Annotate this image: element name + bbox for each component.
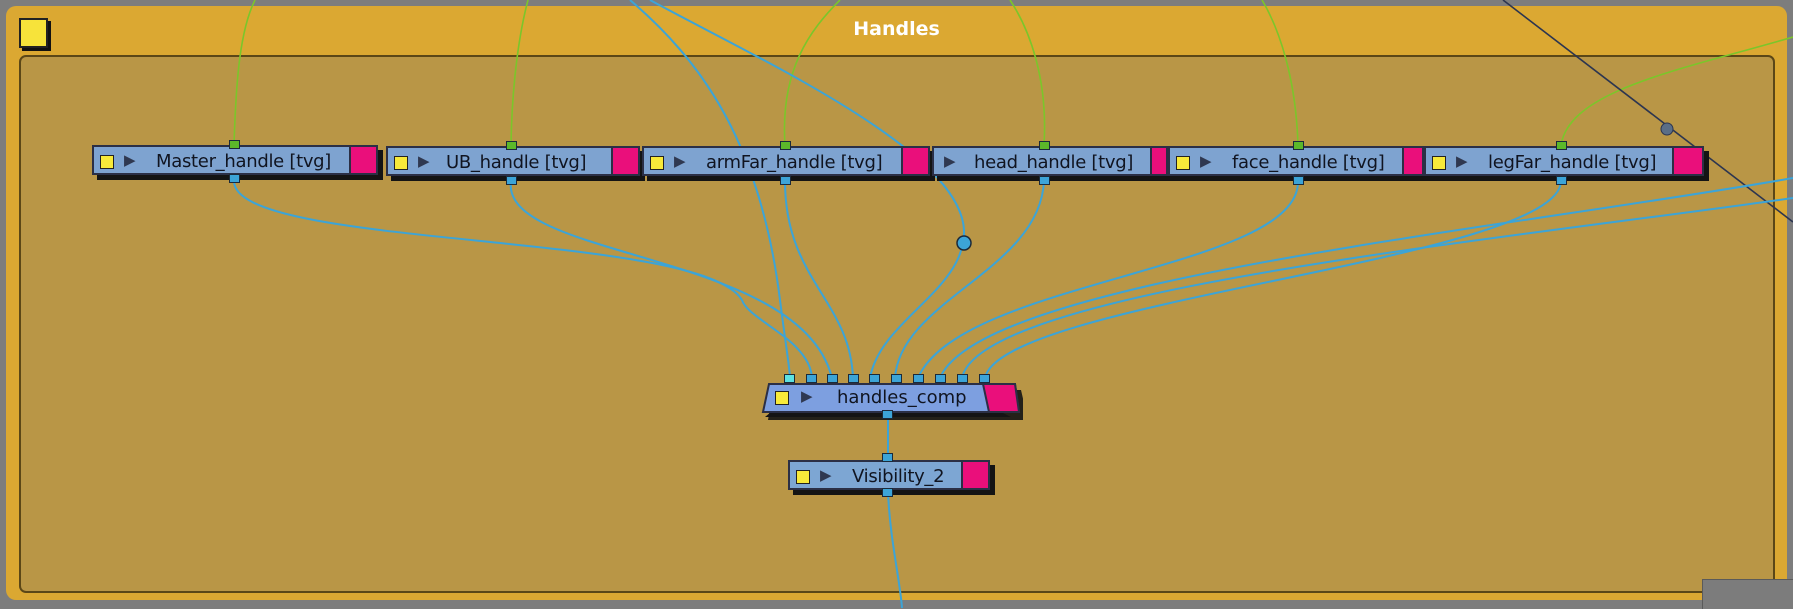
wire-image-ub [509,180,833,379]
node-handles-comp[interactable]: ▶ handles_comp [761,382,1023,420]
image-output-port[interactable] [780,176,791,185]
node-master-handle[interactable]: ▶ Master_handle [tvg] [92,145,378,175]
wire-transform-armfar [783,0,841,146]
composite-input-port[interactable] [869,374,880,383]
node-label: legFar_handle [tvg] [1488,152,1657,173]
yellow-square-icon[interactable] [100,155,114,169]
wire-image-top-1 [629,0,791,379]
composite-input-port[interactable] [806,374,817,383]
image-output-port[interactable] [229,174,240,183]
image-output-port[interactable] [1293,176,1304,185]
wire-image-head [894,180,1045,379]
transform-input-port[interactable] [1556,141,1567,150]
node-label: face_handle [tvg] [1232,152,1385,173]
transform-input-port[interactable] [229,140,240,149]
group-body [19,55,1775,593]
play-triangle-icon[interactable]: ▶ [418,152,430,170]
yellow-square-icon[interactable] [775,391,789,405]
node-color-swatch[interactable] [611,148,638,174]
composite-input-port[interactable] [891,374,902,383]
transform-input-port[interactable] [780,141,791,150]
composite-input-port[interactable] [935,374,946,383]
node-label: head_handle [tvg] [974,152,1134,173]
composite-input-port[interactable] [913,374,924,383]
wire-image-master [232,179,813,379]
wire-image-armfar [784,180,854,379]
wire-transform-ub [510,0,529,146]
wire-midpoint-dark [1660,122,1674,136]
node-color-swatch[interactable] [1150,148,1166,174]
yellow-square-icon[interactable] [650,156,664,170]
composite-input-port[interactable] [848,374,859,383]
play-triangle-icon[interactable]: ▶ [1200,152,1212,170]
image-input-port[interactable] [882,453,893,462]
group-title: Handles [853,18,940,40]
yellow-square-icon[interactable] [394,156,408,170]
transform-input-port[interactable] [1039,141,1050,150]
composite-input-port[interactable] [827,374,838,383]
play-triangle-icon[interactable]: ▶ [820,466,832,484]
image-output-port[interactable] [882,488,893,497]
transform-input-port[interactable] [1293,141,1304,150]
node-face-handle[interactable]: ▶ face_handle [tvg] [1168,146,1424,176]
node-visibility-2[interactable]: ▶ Visibility_2 [788,460,990,490]
wire-image-visibility-out [887,491,903,608]
image-output-port[interactable] [506,176,517,185]
wire-image-offscreen-1 [939,177,1793,379]
node-armfar-handle[interactable]: ▶ armFar_handle [tvg] [642,146,930,176]
node-color-swatch[interactable] [1402,148,1422,174]
wire-transform-face [1261,0,1299,146]
node-label: Visibility_2 [852,466,945,487]
node-label: UB_handle [tvg] [446,152,587,173]
image-output-port[interactable] [1039,176,1050,185]
node-legfar-handle[interactable]: ▶ legFar_handle [tvg] [1424,146,1704,176]
group-color-chip-icon[interactable] [19,18,48,48]
navigator-corner[interactable] [1702,579,1793,609]
node-head-handle[interactable]: ▶ head_handle [tvg] [932,146,1168,176]
composite-input-port-empty[interactable] [979,374,990,383]
composite-input-port[interactable] [784,374,795,383]
play-triangle-icon[interactable]: ▶ [124,151,136,169]
yellow-square-icon[interactable] [1432,156,1446,170]
wire-image-face [917,180,1300,379]
wire-transform-legfar [1560,36,1793,146]
yellow-square-icon[interactable] [1176,156,1190,170]
play-triangle-icon[interactable]: ▶ [801,387,813,405]
play-triangle-icon[interactable]: ▶ [1456,152,1468,170]
play-triangle-icon[interactable]: ▶ [944,152,956,170]
node-color-swatch[interactable] [961,462,988,488]
wire-midpoint-blue [956,235,972,251]
node-color-swatch[interactable] [349,147,376,173]
node-label: armFar_handle [tvg] [706,152,883,173]
image-output-port[interactable] [882,410,893,419]
wire-dark-diagonal [1502,0,1793,223]
wire-image-legfar [984,180,1562,379]
composite-input-port[interactable] [957,374,968,383]
play-triangle-icon[interactable]: ▶ [674,152,686,170]
node-label: handles_comp [837,387,967,408]
composite-body-shape [761,383,1023,420]
yellow-square-icon[interactable] [796,470,810,484]
image-output-port[interactable] [1556,176,1567,185]
node-color-swatch[interactable] [1672,148,1702,174]
wire-image-top-2 [649,0,966,379]
node-color-swatch[interactable] [901,148,928,174]
node-label: Master_handle [tvg] [156,151,332,172]
wire-image-offscreen-2 [961,197,1793,379]
wire-transform-master [233,0,256,146]
transform-input-port[interactable] [506,141,517,150]
node-ub-handle[interactable]: ▶ UB_handle [tvg] [386,146,640,176]
wire-transform-head [1009,0,1046,146]
